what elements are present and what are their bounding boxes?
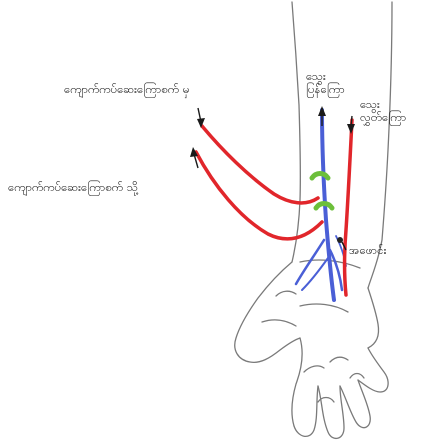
label-artery: သွေး လွှတ်ကြော	[360, 98, 406, 123]
label-vein-line1: သွေး	[306, 70, 345, 83]
label-fistula: အဖောင်း	[349, 244, 386, 257]
arm-outline	[235, 2, 392, 438]
tube-to-machine	[196, 152, 322, 239]
label-to-machine: ကျောက်ကပ်ဆေးကြောစက် သို့	[8, 181, 138, 194]
label-artery-line2: လွှတ်ကြော	[360, 111, 406, 124]
label-vein-line2: ပြန်ကြော	[306, 83, 345, 96]
vein-branch-lower	[302, 258, 328, 290]
label-vein: သွေး ပြန်ကြော	[306, 70, 345, 95]
clamp-upper	[312, 174, 328, 179]
label-from-machine: ကျောက်ကပ်ဆေးကြောစက် မှ	[64, 83, 189, 96]
artery-line	[345, 120, 353, 295]
label-artery-line1: သွေး	[360, 98, 406, 111]
